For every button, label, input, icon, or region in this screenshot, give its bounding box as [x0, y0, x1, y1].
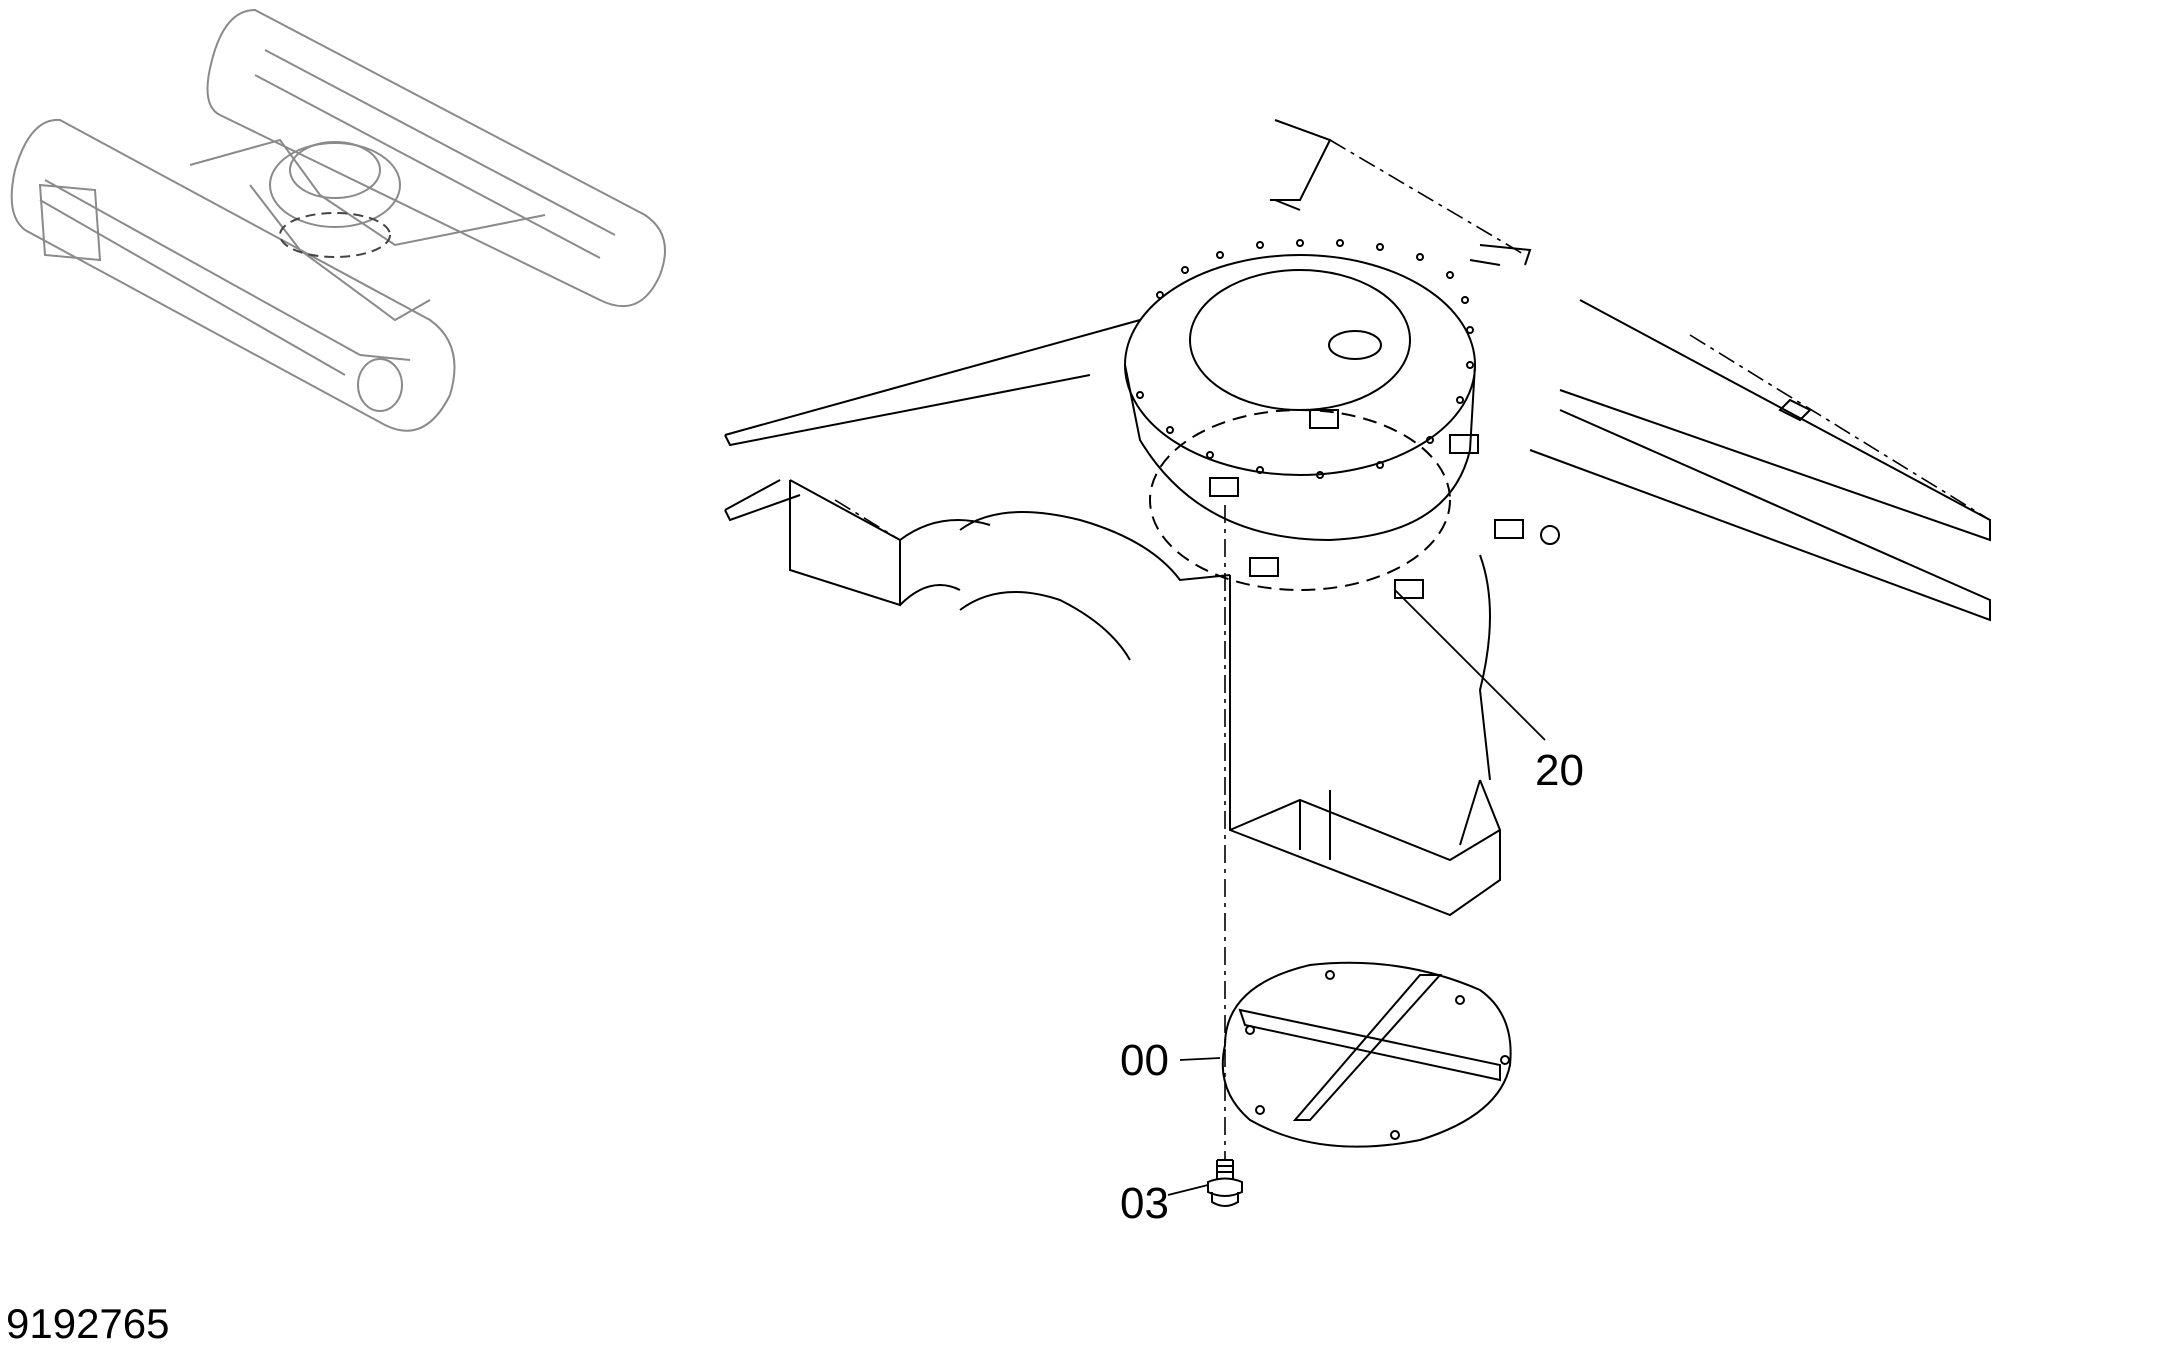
bolt-part: [1207, 1159, 1243, 1207]
frame-right-arm: [1529, 299, 1991, 622]
inset-center-frame: [189, 138, 546, 322]
rear-track-outline: [206, 8, 666, 308]
leader-20: [1394, 589, 1546, 741]
swing-ring-bolts: [1136, 239, 1474, 479]
inset-bearing-underside: [279, 212, 391, 258]
cover-stiffener-a: [1238, 1008, 1501, 1082]
swing-ring-top: [1124, 254, 1476, 476]
cover-bolt-holes: [1245, 970, 1510, 1140]
frame-rear-left: [1270, 119, 1332, 211]
frame-phantom-rear: [1329, 139, 1526, 256]
front-idler: [357, 358, 403, 412]
callout-03: 03: [1120, 1179, 1169, 1228]
frame-left-arm: [724, 319, 1141, 522]
frame-left-cutout: [959, 511, 1231, 661]
center-hole: [1328, 330, 1382, 360]
undercarriage-inset: [10, 8, 666, 432]
callout-00: 00: [1120, 1036, 1169, 1085]
swing-ring-inner: [1189, 269, 1411, 411]
callout-leaders: [1167, 589, 1546, 1196]
leader-00: [1179, 1057, 1221, 1061]
cover-outline: [1221, 961, 1512, 1148]
inset-swing-ring: [289, 141, 381, 199]
leader-03: [1167, 1184, 1209, 1196]
bolt-head: [1211, 1192, 1239, 1207]
swing-ring-side: [1124, 364, 1476, 542]
underside-bolt-circle: [1149, 409, 1451, 591]
front-track-inner: [39, 179, 411, 376]
inset-swing-bearing: [269, 142, 401, 228]
bolt-washer: [1207, 1177, 1243, 1197]
front-track-cover: [38, 183, 102, 262]
carbody-rear-cut: [1478, 554, 1491, 781]
underside-tabs: [1209, 409, 1524, 599]
frame-phantom-right: [1689, 334, 1991, 521]
under-cover-plate: [1221, 961, 1512, 1148]
frame-left-box: [789, 479, 991, 607]
front-track-outline: [10, 118, 456, 432]
drawing-number: 9192765: [6, 1300, 170, 1345]
rear-track-inner: [254, 49, 616, 259]
callout-20: 20: [1535, 746, 1584, 795]
bolt-shank: [1216, 1159, 1234, 1180]
frame-hole: [1540, 525, 1560, 545]
cover-stiffener-b: [1292, 974, 1443, 1121]
frame-rear-right: [1469, 244, 1532, 266]
assembly-lines: [834, 139, 1991, 1160]
frame-phantom-left: [834, 499, 901, 541]
lower-frame: [724, 119, 1991, 917]
carbody-skirt: [1229, 575, 1501, 917]
frame-right-tab: [1778, 398, 1812, 422]
